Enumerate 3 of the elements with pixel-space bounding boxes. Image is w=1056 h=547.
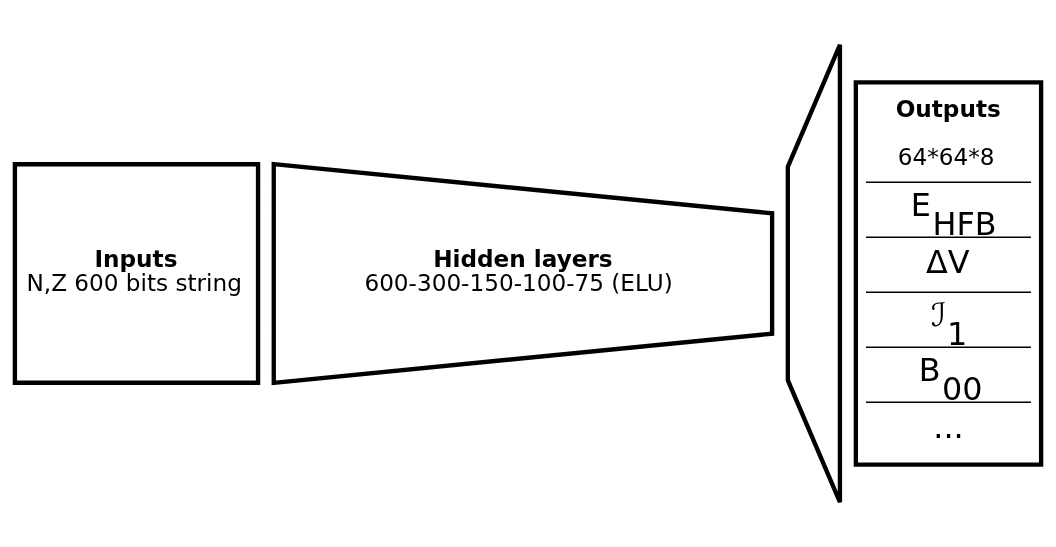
node-box: Hidden layers 600-300-150-100-75 (ELU) — [271, 161, 775, 386]
node-box: Inputs N,Z 600 bits string — [12, 162, 261, 385]
node-trapezoid — [785, 42, 843, 505]
